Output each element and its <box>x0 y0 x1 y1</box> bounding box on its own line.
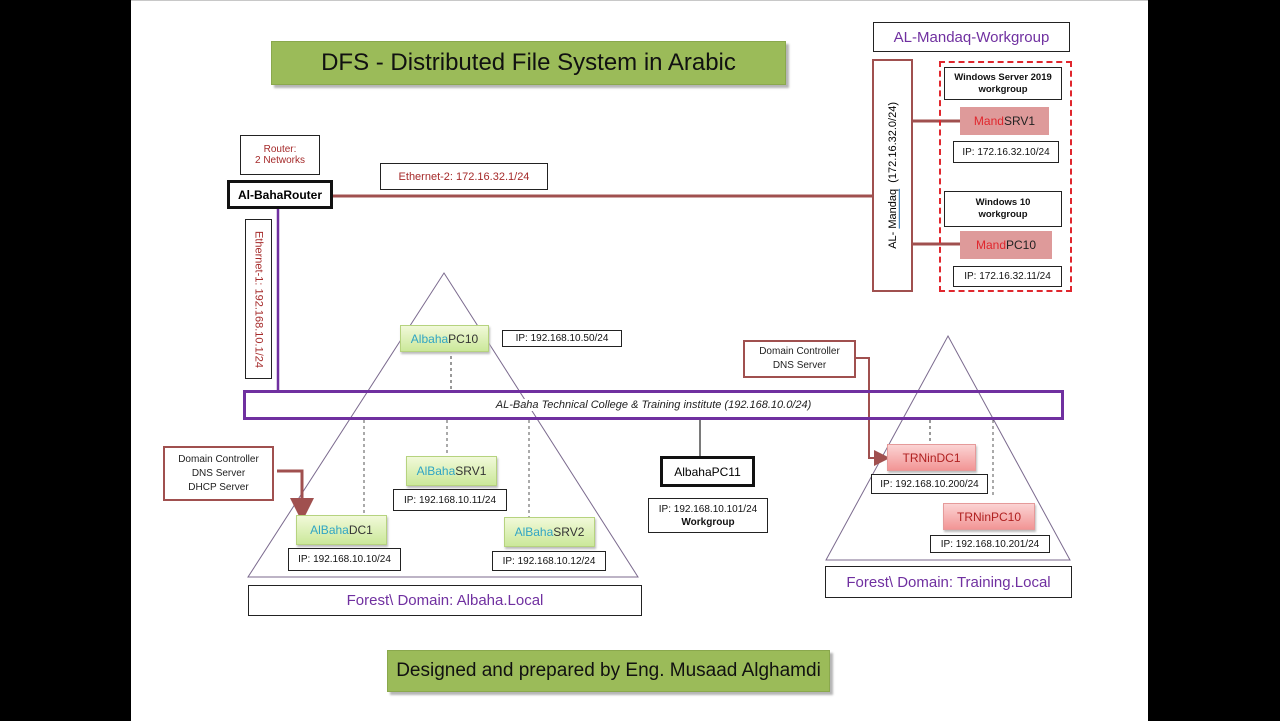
lan-segment: AL-Baha Technical College & Training ins… <box>243 390 1064 420</box>
footer-banner: Designed and prepared by Eng. Musaad Alg… <box>387 650 830 692</box>
mandsrv1-role: workgroup <box>978 83 1028 95</box>
training-dc-note-line2: DNS Server <box>772 360 827 371</box>
mandaq-segment-link[interactable]: Mandaq <box>886 188 899 229</box>
albahapc10-ip: IP: 192.168.10.50/24 <box>502 330 622 347</box>
albahasrv2-prefix: AlBaha <box>514 525 554 539</box>
albaha-dc-note-line1: Domain Controller <box>178 453 259 465</box>
albahasrv1-prefix: AlBaha <box>416 464 456 478</box>
title-banner: DFS - Distributed File System in Arabic <box>271 41 786 85</box>
training-dc-note: Domain Controller DNS Server <box>743 340 856 378</box>
albahadc1-ip: IP: 192.168.10.10/24 <box>288 548 401 571</box>
router-note-line1: Router: <box>263 144 297 155</box>
mandsrv1-ip: IP: 172.16.32.10/24 <box>953 141 1059 163</box>
trninpc10-ip: IP: 192.168.10.201/24 <box>930 535 1050 553</box>
albaha-dc-note: Domain Controller DNS Server DHCP Server <box>163 446 274 501</box>
al-baha-router[interactable]: Al-BahaRouter <box>227 180 333 209</box>
mandaq-workgroup-group <box>939 61 1072 292</box>
training-dc-arrow <box>855 357 890 466</box>
eth1-label: Ethernet-1: 192.168.10.1/24 <box>245 219 272 379</box>
eth1-label-text: Ethernet-1: 192.168.10.1/24 <box>252 230 265 368</box>
albaha-forest-label: Forest\ Domain: Albaha.Local <box>248 585 642 616</box>
albahasrv2-ip: IP: 192.168.10.12/24 <box>492 551 606 571</box>
training-dc-note-line1: Domain Controller <box>759 346 840 357</box>
mandsrv1-os-label: Windows Server 2019 workgroup <box>944 67 1062 100</box>
mandpc10-os: Windows 10 <box>975 197 1031 208</box>
albahapc10-suffix: PC10 <box>448 331 479 346</box>
mandaq-segment-label: AL- Mandaq (172.16.32.0/24) <box>887 102 899 249</box>
albahasrv2-suffix: SRV2 <box>553 525 585 539</box>
mandsrv1-suffix: SRV1 <box>1003 114 1036 128</box>
albaha-dc-note-line2: DNS Server <box>191 467 246 479</box>
albaha-dc-note-line3: DHCP Server <box>188 481 249 493</box>
training-forest-label: Forest\ Domain: Training.Local <box>825 566 1072 598</box>
mandsrv1-os: Windows Server 2019 <box>954 71 1052 83</box>
mandpc10-suffix: PC10 <box>1006 238 1037 252</box>
router-note-line2: 2 Networks <box>254 155 305 166</box>
albahasrv1-suffix: SRV1 <box>455 464 487 478</box>
router-note: Router: 2 Networks <box>240 135 320 175</box>
albahadc1-suffix: DC1 <box>348 523 373 537</box>
albaha-dc-arrow <box>277 469 314 522</box>
albahapc11-ip: IP: 192.168.10.101/24 <box>658 503 758 515</box>
mandaq-segment-subnet: (172.16.32.0/24) <box>886 102 899 189</box>
lan-label: AL-Baha Technical College & Training ins… <box>491 399 816 411</box>
albahasrv1-ip: IP: 192.168.10.11/24 <box>393 489 507 511</box>
trnindc1-node[interactable]: TRNinDC1 <box>887 444 976 471</box>
albaha-forest-triangle <box>247 272 639 578</box>
albahapc11-role: Workgroup <box>681 516 735 528</box>
mandaq-segment-prefix: AL- <box>886 228 899 249</box>
mandaq-workgroup-title: AL-Mandaq-Workgroup <box>873 22 1070 52</box>
mandpc10-ip: IP: 172.16.32.11/24 <box>953 266 1062 287</box>
trnindc1-ip: IP: 192.168.10.200/24 <box>871 474 988 494</box>
albahapc10-prefix: Albaha <box>410 331 449 346</box>
mandpc10-os-label: Windows 10 workgroup <box>944 191 1062 227</box>
albahapc11-info: IP: 192.168.10.101/24 Workgroup <box>648 498 768 533</box>
albahapc11-node[interactable]: AlbahaPC11 <box>660 456 755 487</box>
mandpc10-prefix: Mand <box>975 238 1006 252</box>
albahadc1-prefix: AlBaha <box>310 523 349 537</box>
mandsrv1-prefix: Mand <box>973 114 1004 128</box>
mandaq-segment: AL- Mandaq (172.16.32.0/24) <box>872 59 913 292</box>
trninpc10-node[interactable]: TRNinPC10 <box>943 503 1035 530</box>
mandpc10-role: workgroup <box>978 209 1028 220</box>
eth2-label: Ethernet-2: 172.16.32.1/24 <box>380 163 548 190</box>
